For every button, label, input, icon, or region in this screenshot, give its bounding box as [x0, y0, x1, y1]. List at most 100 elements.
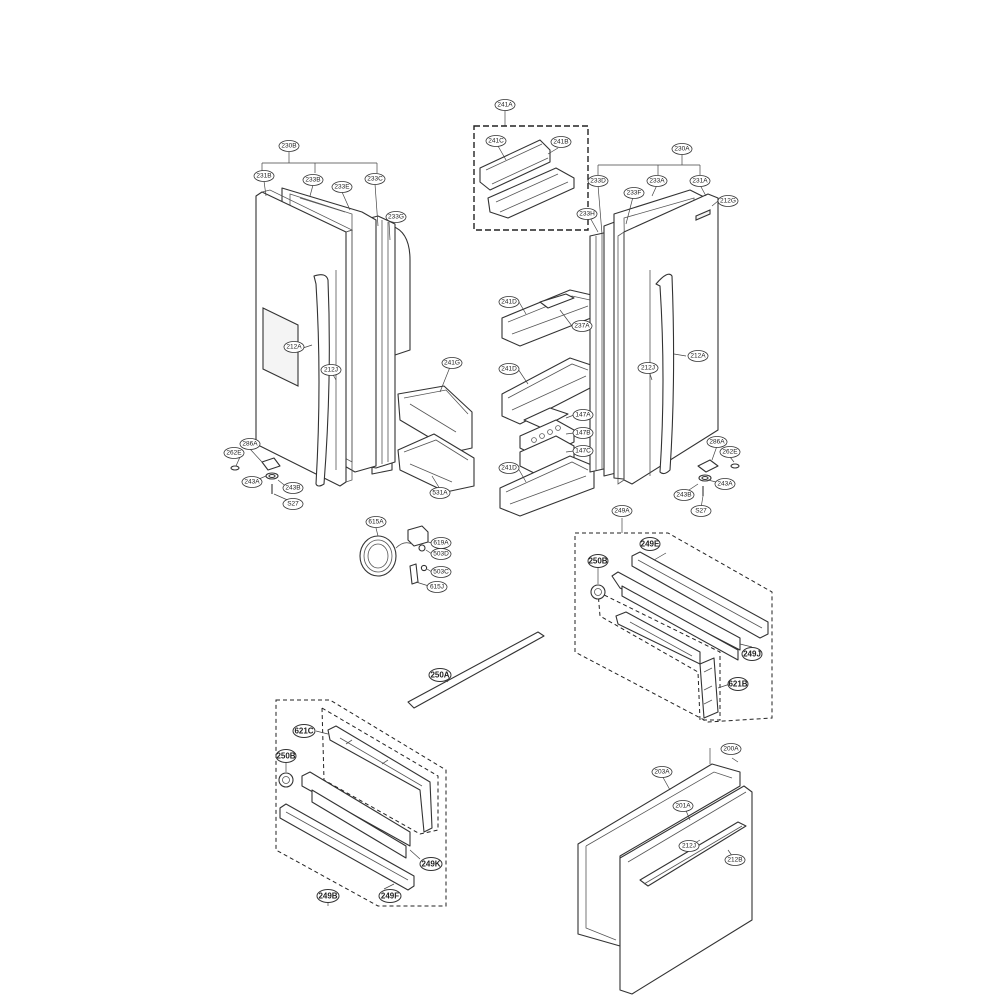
svg-text:147A: 147A	[575, 412, 591, 419]
svg-text:262E: 262E	[722, 449, 738, 456]
svg-text:233G: 233G	[388, 214, 404, 221]
callout-243B-right: 243B	[673, 489, 695, 501]
callout-231B: 231B	[253, 170, 275, 182]
callout-249J: 249J	[741, 647, 763, 661]
dispenser-window	[262, 307, 299, 387]
callout-249E: 249E	[639, 537, 661, 551]
svg-text:615A: 615A	[368, 519, 384, 526]
callout-233A: 233A	[646, 175, 668, 187]
left-door-assembly	[230, 152, 475, 503]
callout-241G: 241G	[441, 357, 463, 369]
callout-503C: 503C	[430, 566, 452, 578]
svg-text:233H: 233H	[579, 211, 595, 218]
svg-text:230A: 230A	[674, 146, 690, 153]
callout-243B-left: 243B	[282, 482, 304, 494]
svg-text:212J: 212J	[324, 367, 338, 374]
svg-text:231A: 231A	[692, 178, 708, 185]
strip-250A	[407, 631, 545, 709]
svg-text:233E: 233E	[334, 184, 350, 191]
svg-text:243B: 243B	[285, 485, 300, 492]
callout-212A-left: 212A	[283, 341, 305, 353]
svg-text:201A: 201A	[675, 803, 691, 810]
callout-212B: 212B	[724, 854, 746, 866]
callout-212J-left: 212J	[320, 364, 342, 376]
callout-S27-right: S27	[690, 505, 712, 517]
callout-200A: 200A	[720, 743, 742, 755]
svg-text:249B: 249B	[318, 892, 337, 901]
svg-text:531A: 531A	[432, 490, 448, 497]
callout-249K: 249K	[419, 857, 443, 871]
callout-212A-right: 212A	[687, 350, 709, 362]
svg-text:250B: 250B	[588, 557, 607, 566]
svg-text:249A: 249A	[614, 508, 630, 515]
svg-text:621C: 621C	[294, 727, 313, 736]
callout-503D: 503D	[430, 548, 452, 560]
callout-241A: 241A	[494, 99, 516, 111]
svg-text:503D: 503D	[433, 551, 449, 558]
callout-230A: 230A	[671, 143, 693, 155]
right-door-bins	[499, 289, 597, 517]
callout-615J: 615J	[426, 581, 448, 593]
svg-text:212A: 212A	[286, 344, 302, 351]
left-door-bins	[397, 366, 475, 493]
svg-text:233F: 233F	[627, 190, 642, 197]
callout-212J-right: 212J	[637, 362, 659, 374]
svg-text:249J: 249J	[743, 650, 761, 659]
svg-text:200A: 200A	[723, 746, 739, 753]
svg-text:243A: 243A	[244, 479, 260, 486]
callout-262E-right: 262E	[719, 446, 741, 458]
callout-230B: 230B	[278, 140, 300, 152]
callout-212J-freezer: 212J	[678, 840, 700, 852]
svg-text:241A: 241A	[497, 102, 513, 109]
svg-text:S27: S27	[695, 508, 707, 515]
callout-262E-left: 262E	[223, 447, 245, 459]
svg-text:241G: 241G	[444, 360, 460, 367]
callout-233G: 233G	[385, 211, 407, 223]
svg-text:249F: 249F	[381, 892, 399, 901]
svg-text:203A: 203A	[654, 769, 670, 776]
callout-615A: 615A	[365, 516, 387, 528]
svg-text:233C: 233C	[367, 176, 383, 183]
upper-bin-group-241A	[473, 110, 589, 231]
callout-250B-right: 250B	[587, 554, 609, 568]
svg-text:286A: 286A	[242, 441, 258, 448]
svg-text:241D: 241D	[501, 465, 517, 472]
callout-286A-left: 286A	[239, 438, 261, 450]
callout-233H: 233H	[576, 208, 598, 220]
svg-text:230B: 230B	[281, 143, 296, 150]
svg-text:503C: 503C	[433, 569, 449, 576]
svg-text:241D: 241D	[501, 299, 517, 306]
right-door-handle	[655, 273, 675, 475]
callout-241C: 241C	[485, 135, 507, 147]
callout-619A: 619A	[430, 537, 452, 549]
callout-147B: 147B	[572, 427, 594, 439]
svg-text:262E: 262E	[226, 450, 242, 457]
callout-233D: 233D	[587, 175, 609, 187]
svg-text:231B: 231B	[256, 173, 271, 180]
callout-212G: 212G	[717, 195, 739, 207]
callout-147C: 147C	[572, 445, 594, 457]
svg-text:212A: 212A	[690, 353, 706, 360]
callout-249A: 249A	[611, 505, 633, 517]
svg-text:249E: 249E	[641, 540, 660, 549]
svg-text:212B: 212B	[727, 857, 742, 864]
svg-text:233D: 233D	[590, 178, 606, 185]
callout-241D-middle: 241D	[498, 363, 520, 375]
svg-text:212G: 212G	[720, 198, 736, 205]
callout-241B: 241B	[550, 136, 572, 148]
freezer-door-handle	[639, 821, 747, 887]
rail-kit-249A	[574, 518, 773, 723]
svg-text:241C: 241C	[488, 138, 504, 145]
callout-231A: 231A	[689, 175, 711, 187]
callout-243A-right: 243A	[714, 478, 736, 490]
svg-text:233A: 233A	[649, 178, 665, 185]
callout-147A: 147A	[572, 409, 594, 421]
svg-text:615J: 615J	[430, 584, 444, 591]
callout-241D-bottom: 241D	[498, 462, 520, 474]
callout-233C: 233C	[364, 173, 386, 185]
callout-233B: 233B	[302, 174, 324, 186]
callout-241D-top: 241D	[498, 296, 520, 308]
svg-text:241B: 241B	[553, 139, 568, 146]
right-door-assembly	[587, 154, 740, 509]
